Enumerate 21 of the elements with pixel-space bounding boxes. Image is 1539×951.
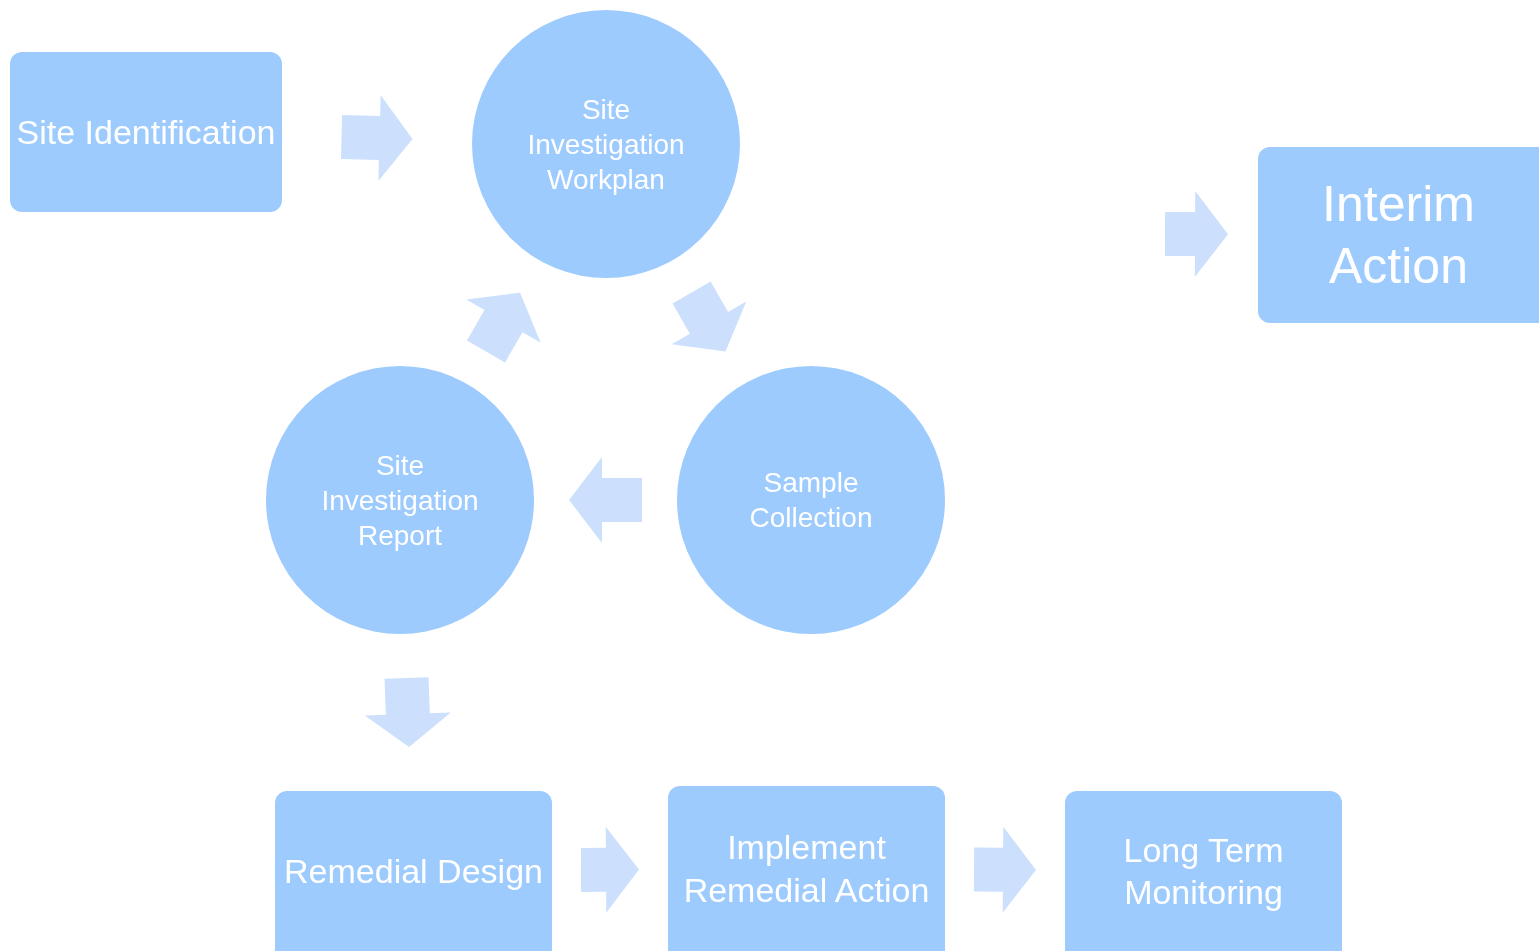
block-arrow xyxy=(466,292,541,363)
node-label: Implement Remedial Action xyxy=(682,827,931,911)
node-label: Site Identification xyxy=(16,111,276,153)
block-arrow xyxy=(671,281,747,352)
node-label: Site Investigation Workplan xyxy=(526,92,686,197)
process-box xyxy=(1258,147,1539,323)
block-arrow xyxy=(973,826,1036,913)
process-box xyxy=(668,786,945,951)
process-box xyxy=(275,791,552,951)
process-box xyxy=(1065,791,1342,951)
block-arrow xyxy=(569,457,642,543)
block-arrow xyxy=(1164,191,1228,278)
process-box xyxy=(10,52,282,212)
node-label: Site Investigation Report xyxy=(320,448,480,553)
block-arrow xyxy=(341,95,413,182)
node-label: Sample Collection xyxy=(748,466,874,535)
block-arrow xyxy=(364,677,451,747)
node-label: Long Term Monitoring xyxy=(1122,829,1285,913)
block-arrow xyxy=(580,826,639,913)
node-label: Remedial Design xyxy=(284,850,543,892)
node-label: Interim Action xyxy=(1321,174,1476,296)
